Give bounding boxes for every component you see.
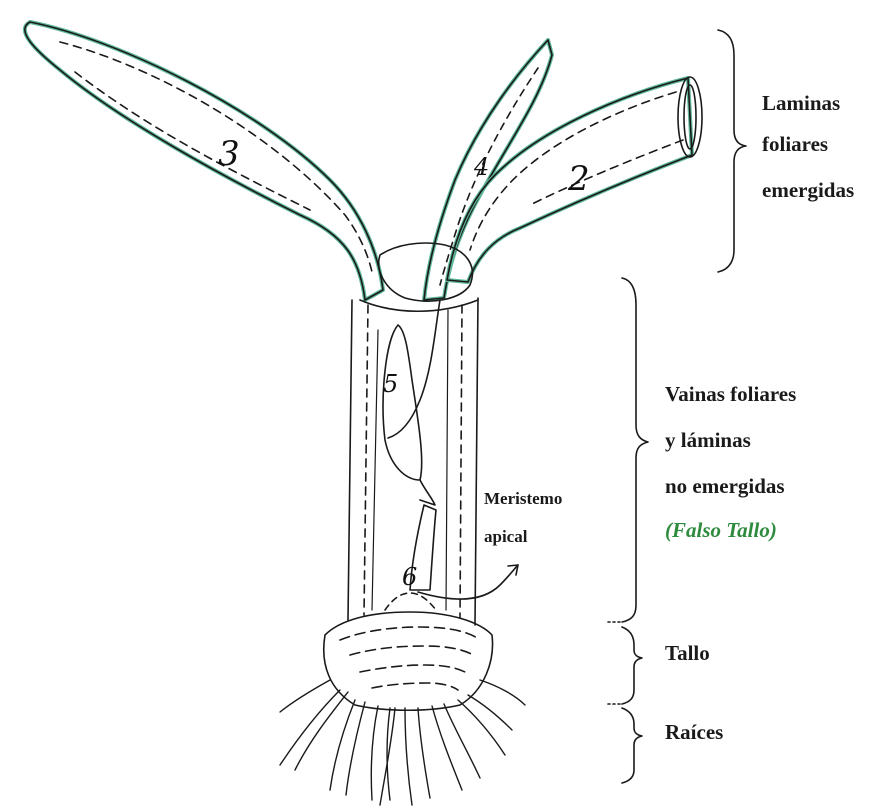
leaf-number-4: 4 xyxy=(473,153,489,181)
leaf-number-6: 6 xyxy=(402,563,417,591)
leaf-number-5: 5 xyxy=(383,370,398,398)
label-laminas-line2: foliares xyxy=(762,134,828,155)
label-falso-tallo: (Falso Tallo) xyxy=(665,520,777,541)
label-tallo: Tallo xyxy=(665,643,710,664)
label-vainas-line3: no emergidas xyxy=(665,476,785,497)
label-vainas-line1: Vainas foliares xyxy=(665,384,796,405)
label-raices: Raíces xyxy=(665,722,723,743)
roots xyxy=(280,680,525,805)
label-laminas-line3: emergidas xyxy=(762,180,854,201)
leaf-3 xyxy=(25,22,383,300)
label-vainas-line2: y láminas xyxy=(665,430,751,451)
leaf-number-2: 2 xyxy=(567,159,590,199)
label-meristemo-line2: apical xyxy=(484,528,527,545)
leaf-5 xyxy=(383,300,440,505)
label-laminas-line1: Laminas xyxy=(762,93,840,114)
stem-base xyxy=(324,612,493,710)
label-meristemo-line1: Meristemo xyxy=(484,490,562,507)
leaf-number-3: 3 xyxy=(218,134,240,174)
